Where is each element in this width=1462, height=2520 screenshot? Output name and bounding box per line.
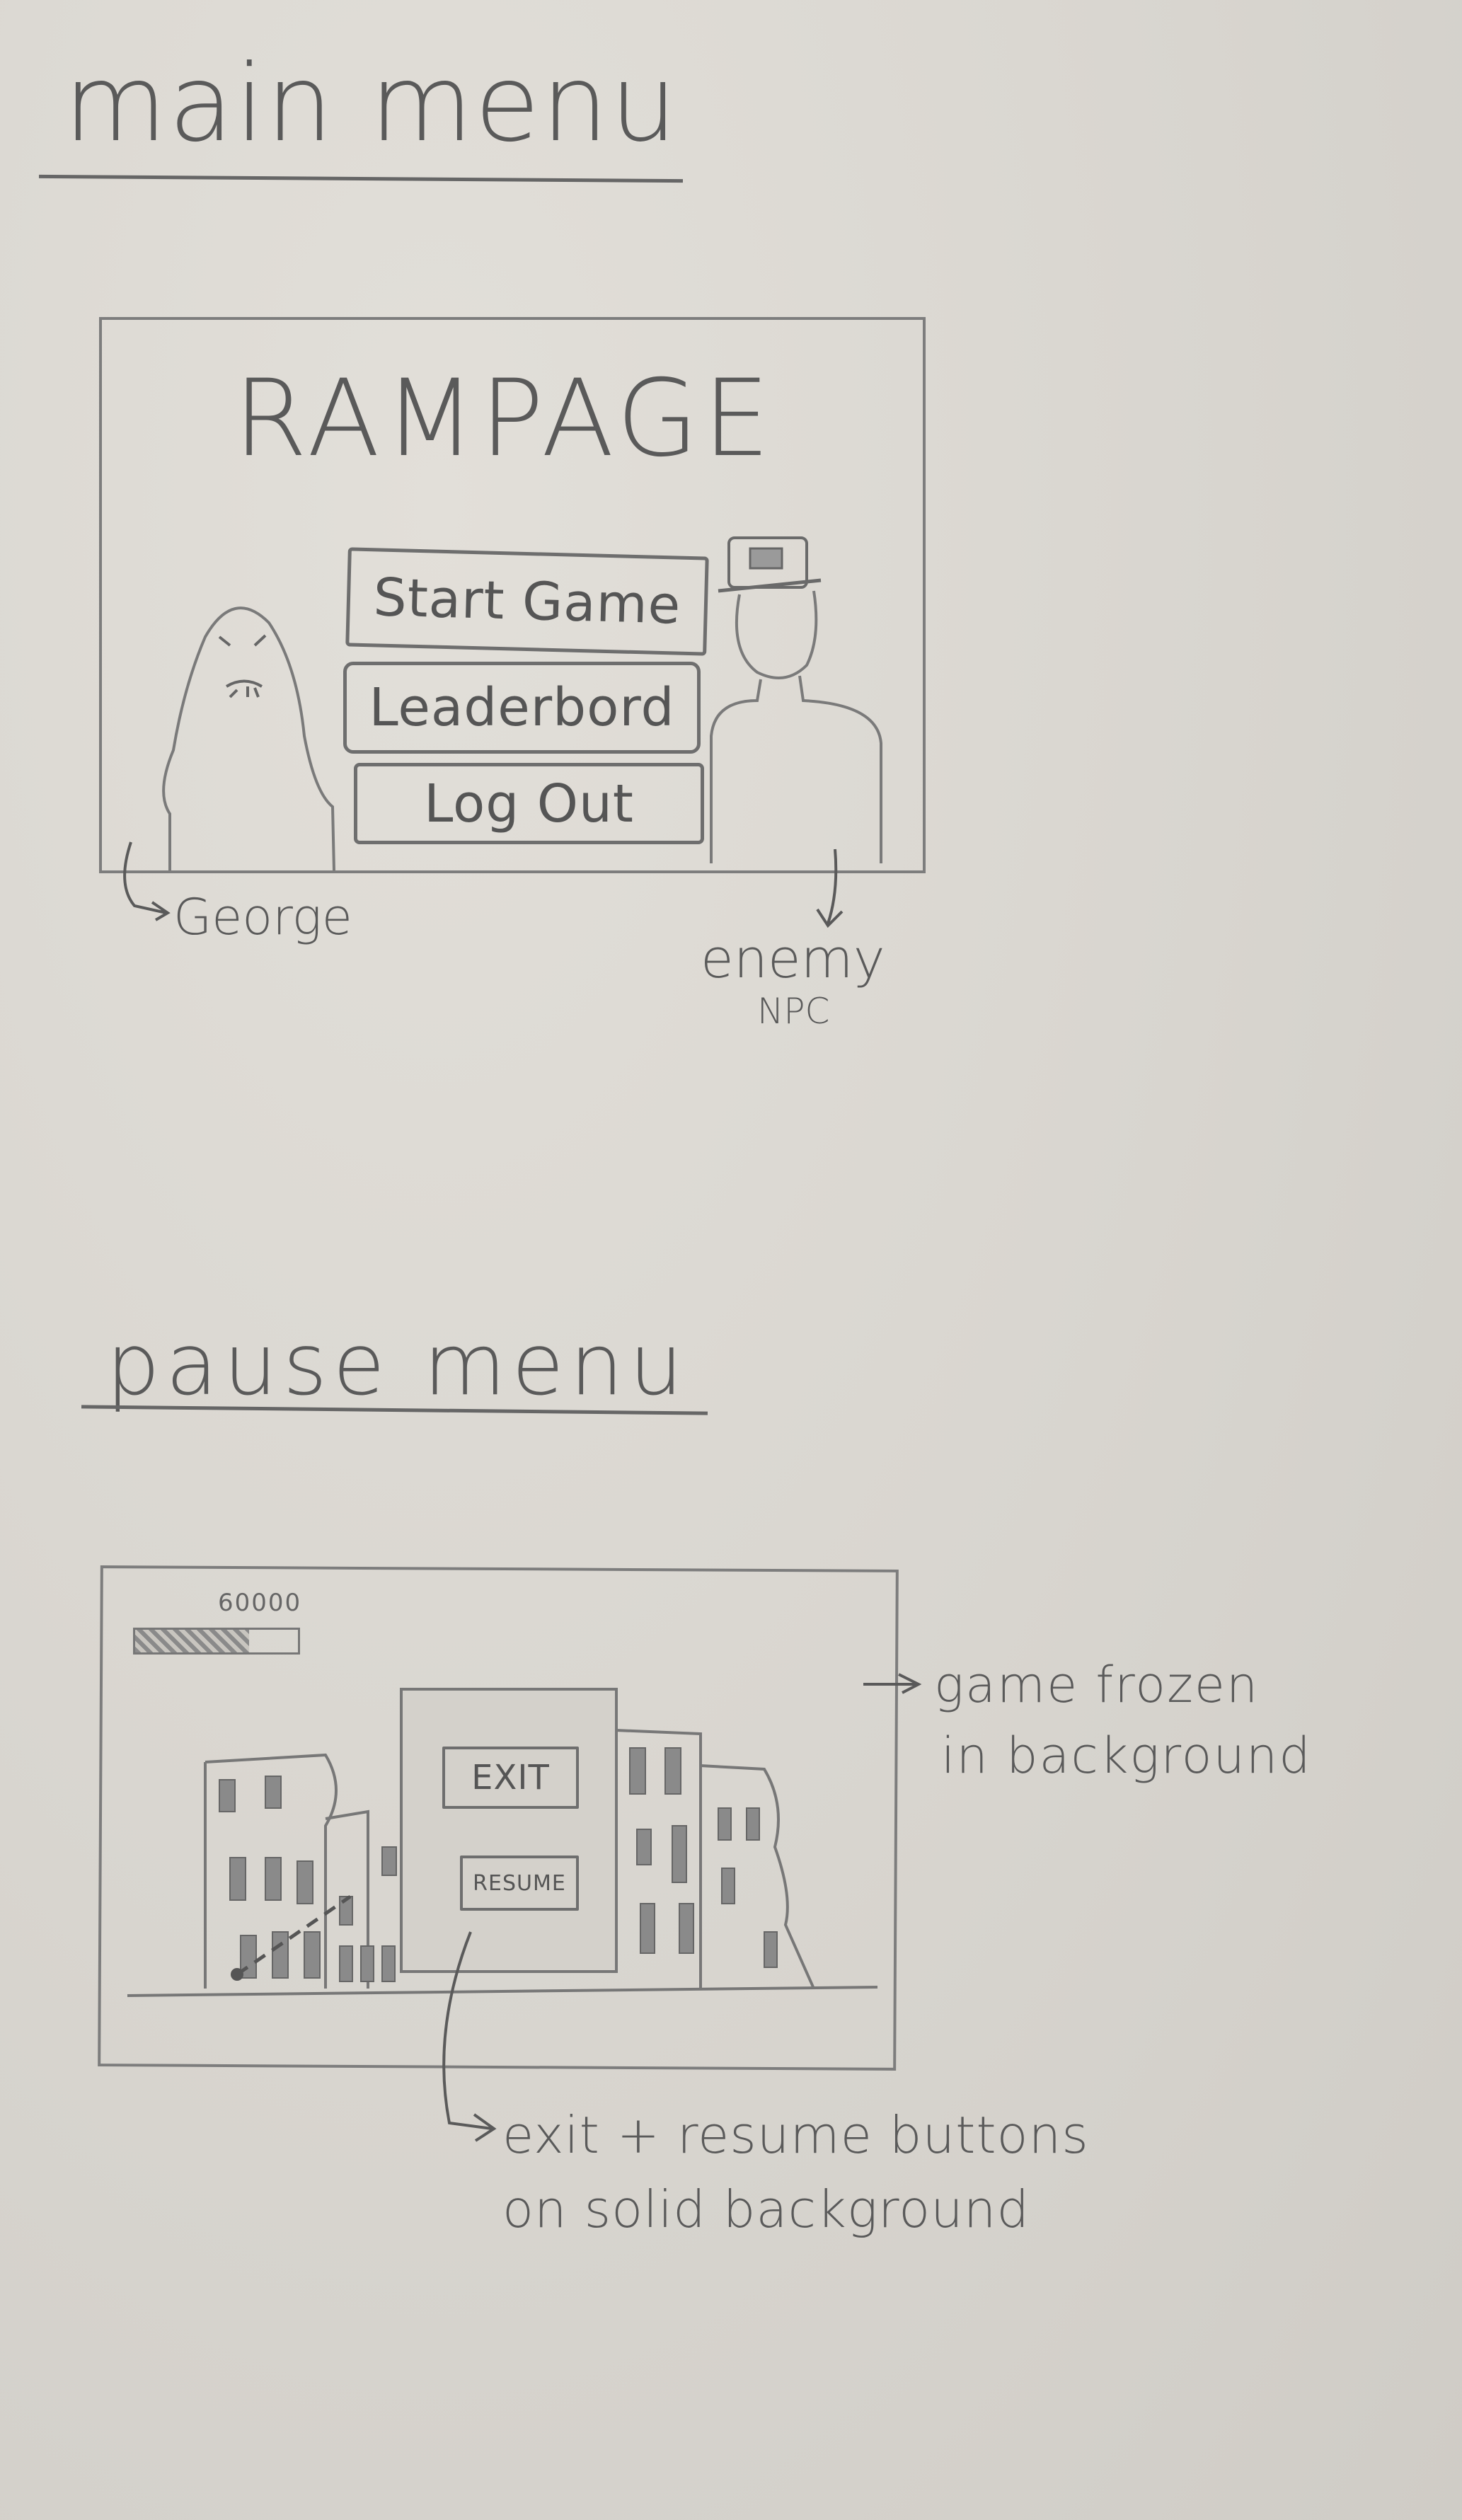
score-display: 60000 bbox=[218, 1589, 302, 1617]
health-bar bbox=[133, 1628, 300, 1655]
resume-button[interactable]: RESUME bbox=[460, 1856, 579, 1911]
buttons-note-line1: exit + resume buttons bbox=[502, 2105, 1089, 2165]
frozen-arrow bbox=[863, 1673, 922, 1694]
exit-button[interactable]: EXIT bbox=[442, 1747, 579, 1809]
game-title: RAMPAGE bbox=[234, 357, 775, 481]
leaderboard-button[interactable]: Leaderbord bbox=[343, 662, 701, 754]
buttons-note-line2: on solid background bbox=[502, 2180, 1030, 2239]
pause-panel bbox=[400, 1688, 618, 1973]
frozen-note-line2: in background bbox=[941, 1727, 1312, 1785]
enemy-label: enemy bbox=[701, 927, 885, 990]
npc-label: NPC bbox=[757, 991, 830, 1032]
george-arrow bbox=[123, 841, 171, 921]
main-menu-heading: main menu bbox=[64, 42, 679, 166]
enemy-arrow bbox=[816, 848, 844, 928]
main-menu-screen bbox=[99, 317, 926, 873]
frozen-note-line1: game frozen bbox=[934, 1656, 1260, 1714]
main-menu-heading-underline bbox=[38, 174, 684, 183]
log-out-button[interactable]: Log Out bbox=[354, 763, 704, 844]
enemy-npc-character bbox=[710, 536, 882, 863]
start-game-button[interactable]: Start Game bbox=[345, 547, 709, 656]
city-buildings bbox=[127, 1729, 878, 1997]
pause-menu-heading: pause menu bbox=[106, 1316, 689, 1415]
health-bar-fill bbox=[135, 1630, 249, 1652]
george-label: George bbox=[173, 888, 352, 946]
buttons-arrow bbox=[442, 1931, 497, 2142]
george-character bbox=[162, 606, 335, 871]
